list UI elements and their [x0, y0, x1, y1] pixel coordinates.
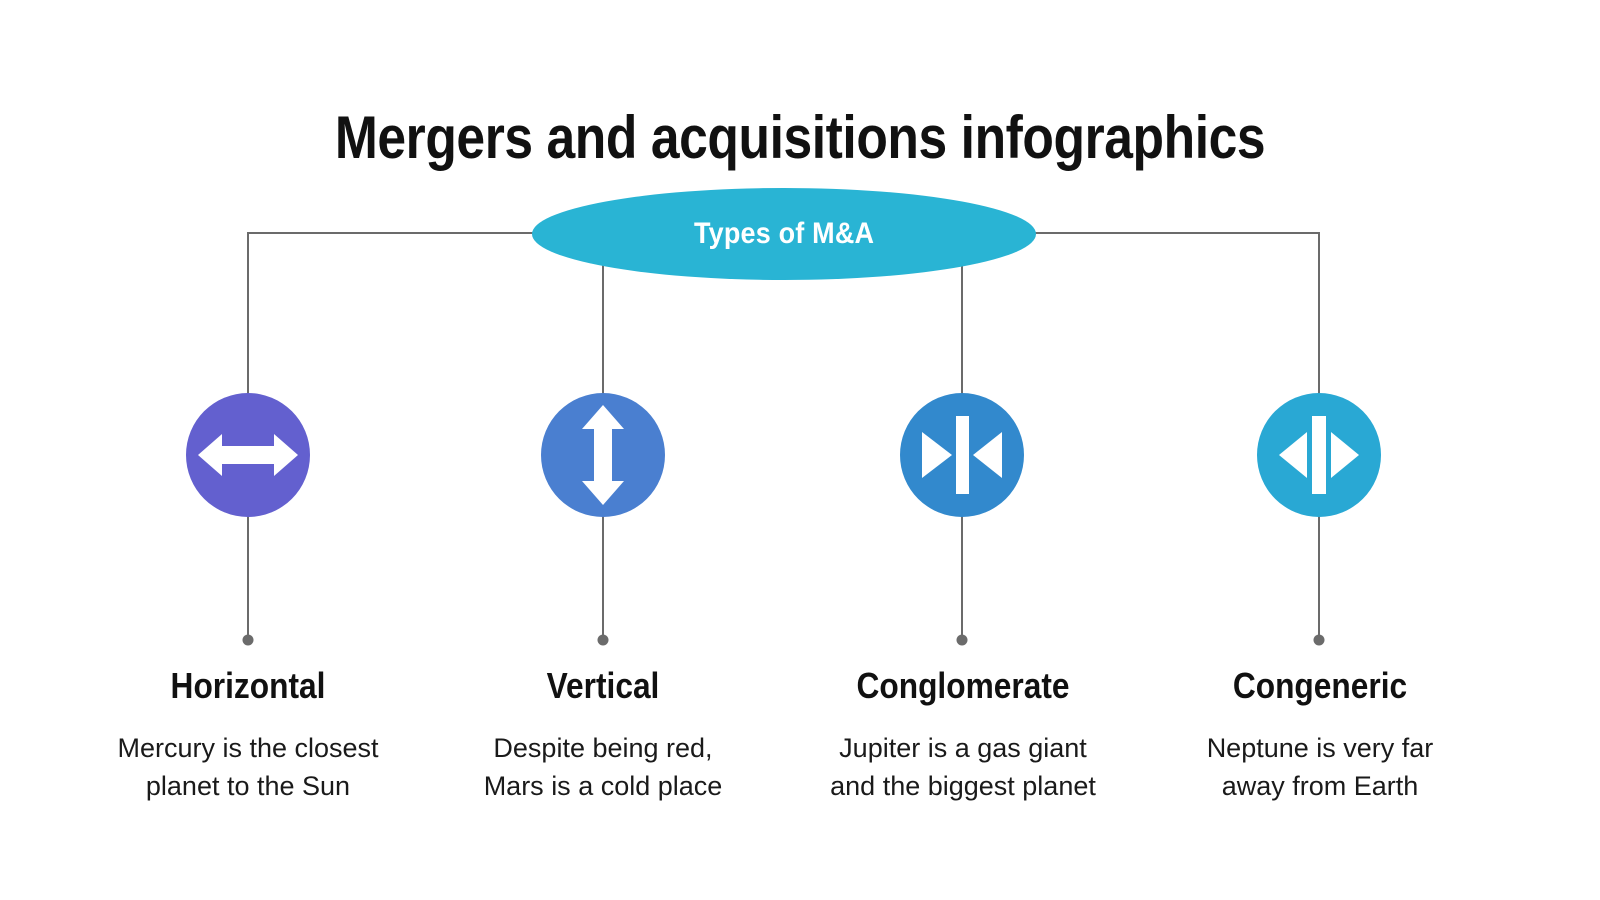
branch-description-line: Mercury is the closest	[117, 733, 379, 763]
branch-description: Despite being red, Mars is a cold place	[423, 729, 783, 805]
branch-description-line: Despite being red,	[493, 733, 713, 763]
branch-icon-circle-conglomerate[interactable]	[900, 393, 1024, 517]
root-node-types-of-ma[interactable]: Types of M&A	[532, 188, 1036, 280]
endpoint-dot	[242, 634, 254, 646]
branch-text-conglomerate: Conglomerate Jupiter is a gas giant and …	[783, 665, 1143, 805]
page-title: Mergers and acquisitions infographics	[334, 104, 1266, 172]
arrows-diverging-icon	[1271, 414, 1367, 496]
branch-heading: Congeneric	[1232, 665, 1408, 706]
branch-heading: Vertical	[546, 665, 660, 706]
root-node-label: Types of M&A	[693, 217, 875, 250]
double-arrow-horizontal-icon	[196, 424, 300, 486]
branch-icon-circle-vertical[interactable]	[541, 393, 665, 517]
branch-description: Neptune is very far away from Earth	[1140, 729, 1500, 805]
arrows-converging-icon	[914, 414, 1010, 496]
branch-description-line: Jupiter is a gas giant	[839, 733, 1087, 763]
endpoint-dot	[1313, 634, 1325, 646]
branch-description-line: planet to the Sun	[145, 771, 351, 801]
connector-paths	[247, 232, 1320, 640]
branch-description-line: Mars is a cold place	[483, 771, 723, 801]
endpoint-dot	[597, 634, 609, 646]
branch-heading: Conglomerate	[856, 665, 1070, 706]
connector-outer-bracket	[247, 232, 1320, 640]
branch-description-line: and the biggest planet	[830, 771, 1096, 801]
branch-text-congeneric: Congeneric Neptune is very far away from…	[1140, 665, 1500, 805]
branch-description: Mercury is the closest planet to the Sun	[68, 729, 428, 805]
branch-description: Jupiter is a gas giant and the biggest p…	[783, 729, 1143, 805]
branch-icon-circle-congeneric[interactable]	[1257, 393, 1381, 517]
double-arrow-vertical-icon	[572, 403, 634, 507]
branch-heading: Horizontal	[170, 665, 326, 706]
branch-description-line: Neptune is very far	[1206, 733, 1434, 763]
branch-text-horizontal: Horizontal Mercury is the closest planet…	[68, 665, 428, 805]
branch-text-vertical: Vertical Despite being red, Mars is a co…	[423, 665, 783, 805]
endpoint-dot	[956, 634, 968, 646]
branch-icon-circle-horizontal[interactable]	[186, 393, 310, 517]
branch-description-line: away from Earth	[1221, 771, 1419, 801]
connector-endpoint-dots	[242, 634, 1325, 646]
